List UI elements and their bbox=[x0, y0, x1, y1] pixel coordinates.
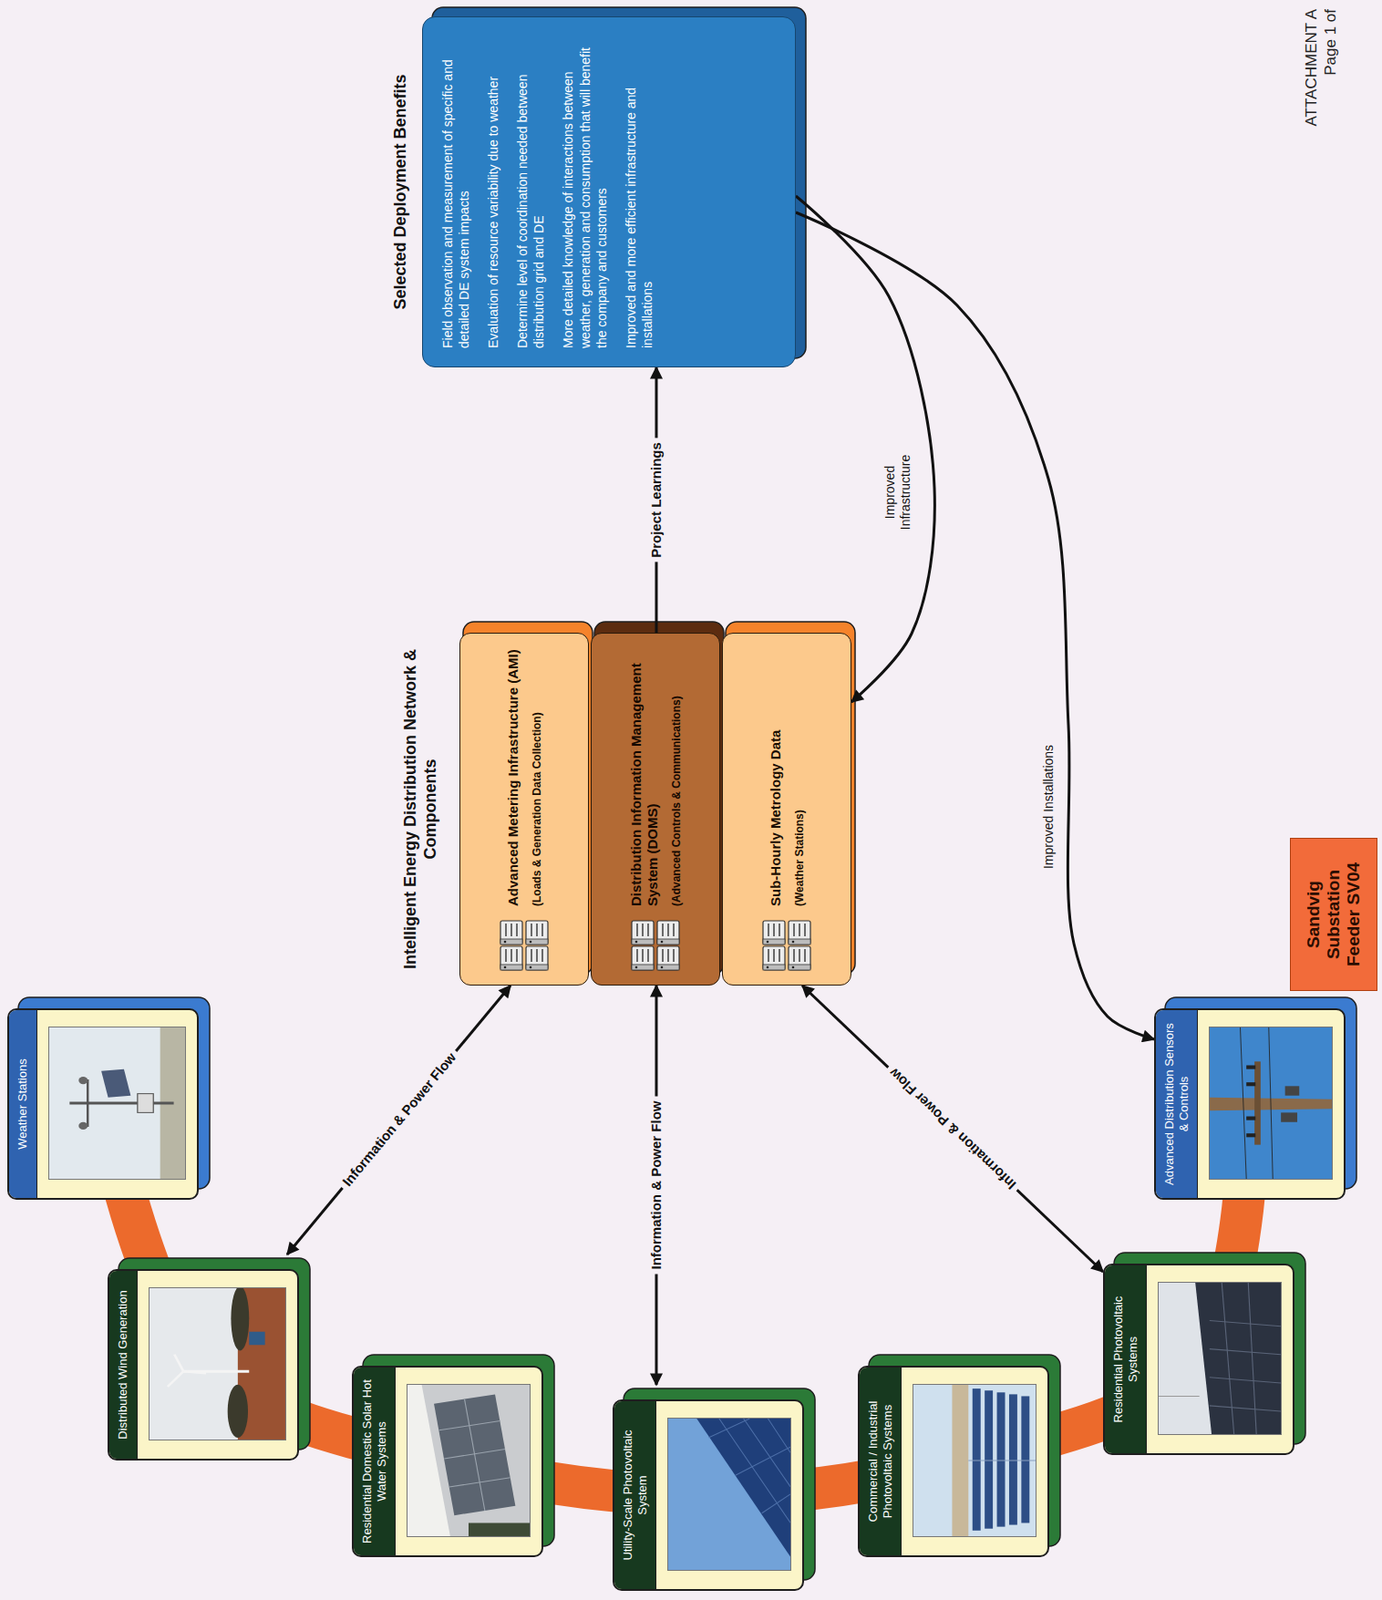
benefit-item: Evaluation of resource variability due t… bbox=[484, 33, 502, 349]
source-card: Advanced Distribution Sensors & Controls bbox=[1154, 1008, 1346, 1200]
component-subtitle: (Loads & Generation Data Collection) bbox=[530, 642, 544, 907]
edge-label: Improved Installations bbox=[1040, 740, 1058, 874]
edge-label: Information & Power Flow bbox=[647, 1095, 666, 1274]
component-group: Advanced Metering Infrastructure (AMI) (L… bbox=[401, 632, 852, 986]
component-subtitle: (Weather Stations) bbox=[793, 642, 806, 907]
server-icon bbox=[628, 917, 685, 972]
card-photo bbox=[1208, 1026, 1333, 1180]
source-card: Commercial / Industrial Photovoltaic Sys… bbox=[857, 1365, 1050, 1558]
page-note: ATTACHMENT A bbox=[1301, 9, 1321, 233]
source-card: Utility-Scale Photovoltaic System bbox=[612, 1399, 805, 1591]
card-title: Residential Photovoltaic Systems bbox=[1104, 1265, 1147, 1454]
component-subtitle: (Advanced Controls & Communications) bbox=[670, 642, 683, 907]
card-title: Distributed Wind Generation bbox=[109, 1270, 138, 1459]
edge-label: Information & Power Flow bbox=[881, 1061, 1023, 1197]
server-icon bbox=[759, 917, 816, 972]
server-icon bbox=[496, 917, 554, 972]
component-title: Advanced Metering Infrastructure (AMI) bbox=[505, 642, 522, 907]
component-box: Distribution Information Management Syst… bbox=[590, 632, 721, 986]
page-note: Page 1 of bbox=[1320, 9, 1341, 233]
benefit-item: Field observation and measurement of spe… bbox=[439, 33, 473, 349]
component-box: Advanced Metering Infrastructure (AMI) (L… bbox=[459, 632, 589, 986]
benefits-panel: Selected Deployment Benefits Field observ… bbox=[390, 16, 796, 368]
card-photo bbox=[406, 1383, 531, 1537]
panel-heading: Selected Deployment Benefits bbox=[390, 16, 412, 368]
card-title: Weather Stations bbox=[9, 1010, 38, 1198]
edge-label: Project Learnings bbox=[647, 437, 666, 563]
card-photo bbox=[667, 1417, 792, 1571]
flow-arrow bbox=[802, 985, 1104, 1272]
source-card: Weather Stations bbox=[7, 1008, 199, 1200]
group-heading: Intelligent Energy Distribution Network … bbox=[401, 632, 441, 986]
benefit-item: Improved and more efficient infrastructu… bbox=[622, 33, 656, 349]
benefit-item: Determine level of coordination needed b… bbox=[514, 33, 547, 349]
attachment-note: ATTACHMENT APage 1 of bbox=[1301, 9, 1341, 233]
source-card: Residential Domestic Solar Hot Water Sys… bbox=[351, 1365, 544, 1558]
benefits-body: Field observation and measurement of spe… bbox=[422, 16, 796, 368]
component-title: Distribution Information Management Syst… bbox=[628, 642, 661, 907]
substation-label: Sandvig Substation Feeder SV04 bbox=[1303, 845, 1364, 983]
card-photo bbox=[48, 1026, 186, 1180]
substation-tag: Sandvig Substation Feeder SV04 bbox=[1289, 837, 1378, 991]
component-title: Sub-Hourly Metrology Data bbox=[767, 642, 784, 907]
card-title: Advanced Distribution Sensors & Controls bbox=[1155, 1010, 1198, 1198]
component-box: Sub-Hourly Metrology Data (Weather Statio… bbox=[721, 632, 852, 986]
edge-label: Information & Power Flow bbox=[335, 1045, 464, 1195]
card-photo bbox=[912, 1383, 1037, 1537]
card-title: Utility-Scale Photovoltaic System bbox=[614, 1401, 657, 1589]
source-card: Residential Photovoltaic Systems bbox=[1103, 1263, 1295, 1455]
card-photo bbox=[1157, 1281, 1282, 1435]
card-photo bbox=[148, 1287, 287, 1441]
card-title: Commercial / Industrial Photovoltaic Sys… bbox=[859, 1367, 902, 1556]
card-title: Residential Domestic Solar Hot Water Sys… bbox=[353, 1367, 396, 1556]
benefit-item: More detailed knowledge of interactions … bbox=[559, 33, 610, 349]
edge-label: Improved Infrastructure bbox=[881, 437, 915, 547]
flow-arrow bbox=[287, 985, 511, 1255]
source-card: Distributed Wind Generation bbox=[107, 1268, 300, 1461]
